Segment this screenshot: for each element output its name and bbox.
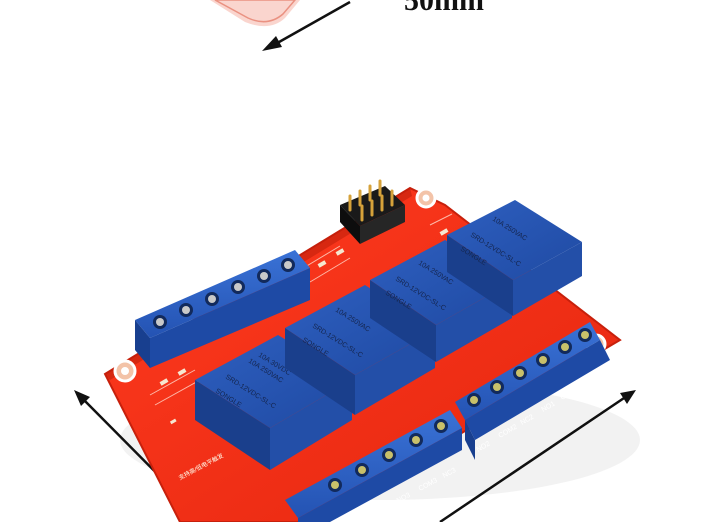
dimension-label: 50mm: [404, 0, 484, 17]
relay-4: SRD-12VDC-SL-C SONGLE 10A 250VAC: [447, 200, 582, 316]
top-dimension-arrow: [262, 0, 351, 51]
input-terminal-block[interactable]: [135, 250, 310, 368]
partial-board-top: [210, 0, 300, 27]
output-terminal-block-right[interactable]: NO2 COM2 NC2 NO1 COM1 NC1: [455, 322, 610, 460]
right-dimension-arrow: [439, 390, 636, 522]
svg-text:NC1: NC1: [580, 377, 596, 390]
screw-row: [153, 258, 295, 329]
pin-header: [340, 179, 405, 244]
